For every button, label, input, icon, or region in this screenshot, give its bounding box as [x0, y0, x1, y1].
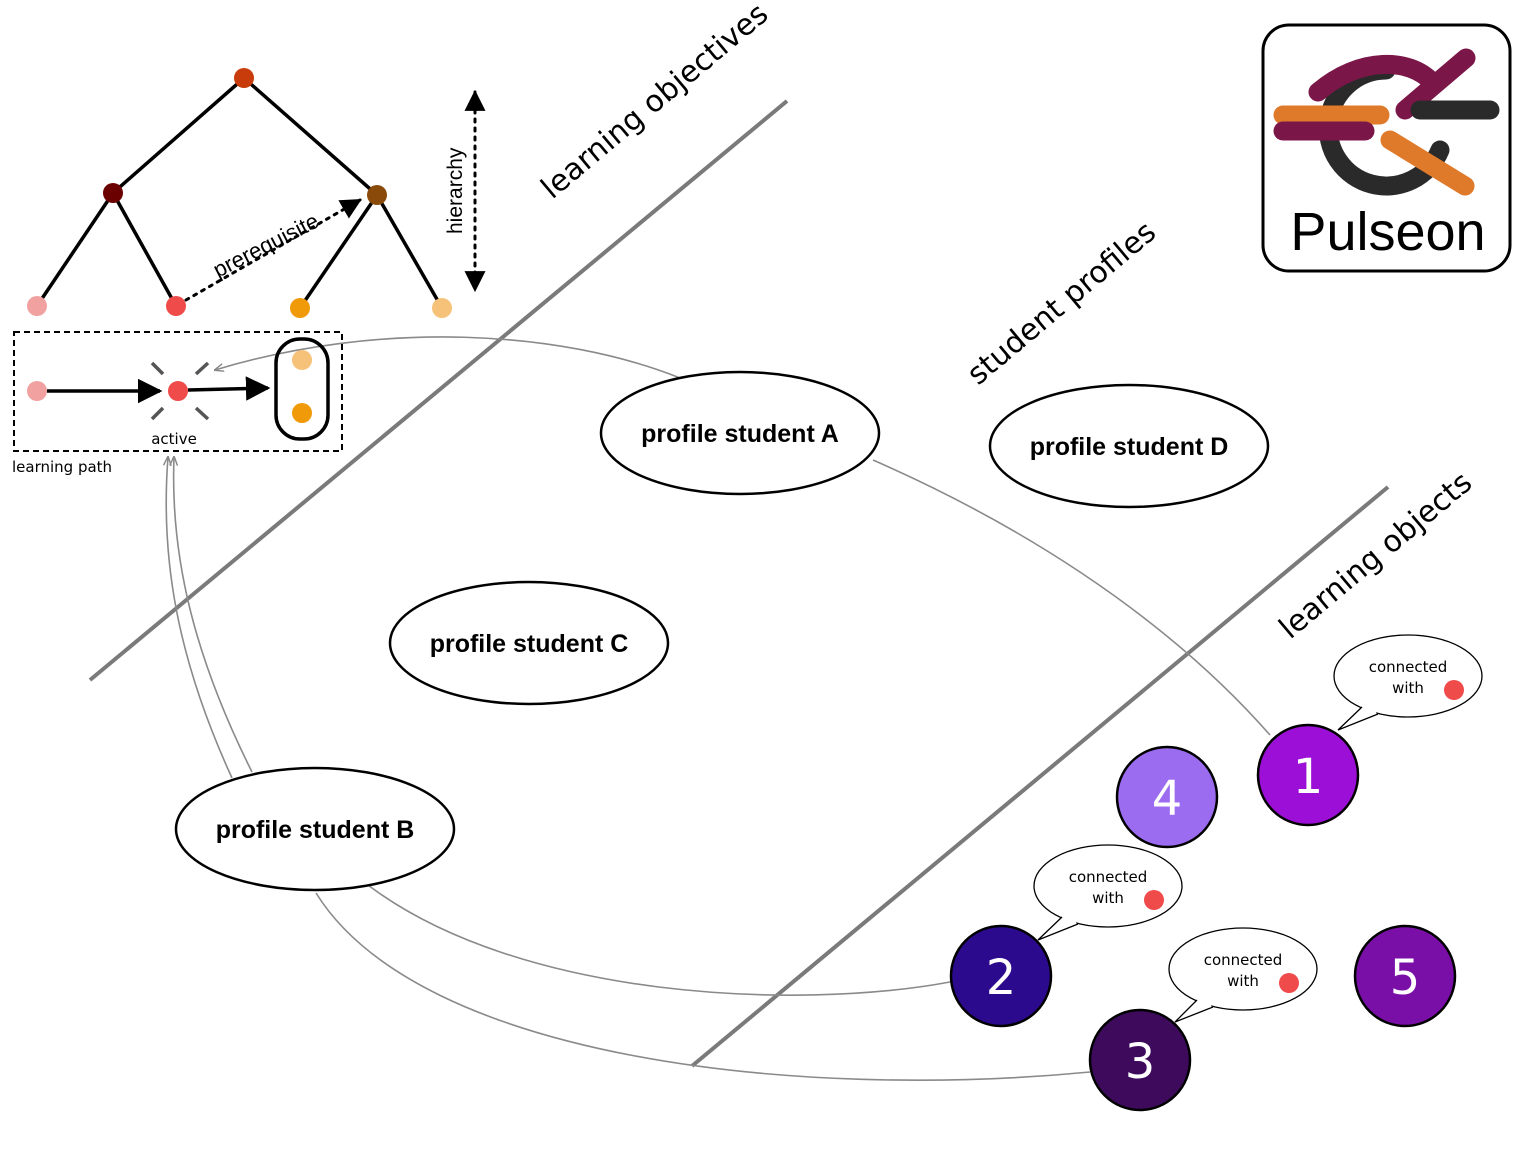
hierarchy-label: hierarchy [444, 147, 467, 234]
bubble-object-2: connected with [1033, 844, 1183, 941]
prerequisite-label: prerequisite [209, 208, 323, 282]
svg-text:connected: connected [1069, 868, 1148, 886]
divider-learning-objectives [88, 99, 789, 682]
pulseon-logo: Pulseon [1261, 23, 1512, 273]
connector-b-to-object-2 [367, 884, 951, 996]
profile-d-label: profile student D [1030, 433, 1229, 461]
bubble-object-3: connected with [1168, 927, 1318, 1023]
connector-a-to-path [215, 336, 681, 379]
svg-text:with: with [1092, 889, 1124, 907]
profile-student-a[interactable]: profile student A [599, 370, 881, 496]
tree-node-left [103, 183, 123, 203]
connector-b-to-object-3 [315, 892, 1091, 1081]
learning-object-5[interactable]: 5 [1353, 924, 1457, 1028]
profile-student-c[interactable]: profile student C [388, 580, 670, 706]
prerequisite-arrow [184, 198, 362, 302]
pulseon-logo-text: Pulseon [1290, 202, 1485, 262]
learning-path-box [13, 331, 343, 452]
path-node-start [27, 381, 47, 401]
profile-student-b[interactable]: profile student B [174, 766, 456, 892]
tree-leaf-4 [432, 298, 452, 318]
tree-leaf-3 [290, 298, 310, 318]
connector-b-to-path-1 [166, 457, 233, 779]
profile-a-label: profile student A [641, 420, 839, 448]
svg-text:4: 4 [1152, 771, 1183, 827]
pulseon-logo-mark [1273, 48, 1500, 196]
tree-node-root [234, 68, 254, 88]
svg-text:3: 3 [1125, 1034, 1156, 1090]
connector-a-to-object-1 [872, 459, 1271, 736]
section-learning-objectives: learning objectives [535, 0, 775, 206]
bubble-object-1: connected with [1333, 634, 1483, 731]
learning-path-caption: learning path [12, 458, 112, 476]
svg-text:connected: connected [1369, 658, 1448, 676]
svg-text:5: 5 [1390, 950, 1421, 1006]
tree-leaf-1 [27, 296, 47, 316]
svg-text:1: 1 [1293, 749, 1324, 805]
path-node-active [168, 381, 188, 401]
connector-b-to-path-2 [174, 457, 253, 773]
path-node-next-2 [292, 403, 312, 423]
objective-tree [27, 68, 452, 318]
profile-b-label: profile student B [216, 816, 415, 844]
profile-student-d[interactable]: profile student D [988, 383, 1270, 509]
profile-c-label: profile student C [430, 630, 629, 658]
tree-node-right [367, 185, 387, 205]
svg-text:connected: connected [1204, 951, 1283, 969]
active-marker [150, 361, 210, 421]
active-label: active [151, 430, 197, 448]
section-student-profiles: student profiles [961, 215, 1163, 393]
learning-object-2[interactable]: 2 [949, 924, 1053, 1028]
learning-object-3[interactable]: 3 [1088, 1008, 1192, 1112]
learning-object-1[interactable]: 1 [1256, 723, 1360, 827]
path-next-group [274, 337, 330, 441]
learning-object-4[interactable]: 4 [1115, 745, 1219, 849]
svg-text:2: 2 [986, 950, 1017, 1006]
svg-text:with: with [1392, 679, 1424, 697]
tree-leaf-2 [166, 296, 186, 316]
divider-learning-objects [690, 485, 1390, 1068]
svg-text:with: with [1227, 972, 1259, 990]
path-node-next-1 [292, 350, 312, 370]
